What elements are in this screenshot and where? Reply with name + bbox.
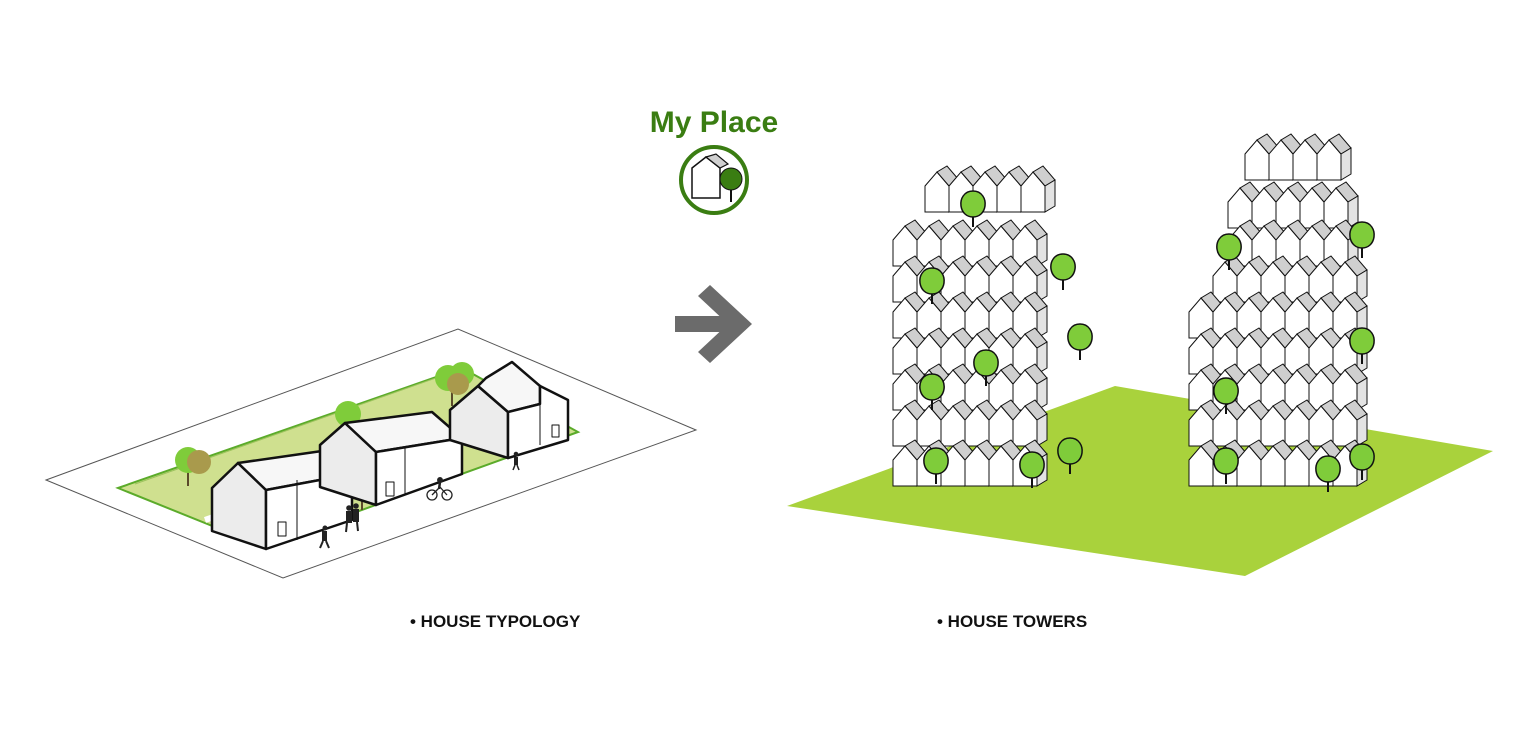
right-arrow-icon [675, 285, 752, 363]
pedestrian-icon [345, 503, 359, 533]
house-row-middle [318, 410, 464, 507]
tree-icon [335, 401, 361, 427]
tree-icon [175, 447, 211, 486]
house-towers-illustration [787, 133, 1493, 576]
pedestrian-icon [512, 451, 520, 471]
page-title: My Place [649, 106, 779, 139]
house-module [1020, 165, 1056, 213]
caption-house-towers: • HOUSE TOWERS [937, 612, 1088, 631]
house-row-back [448, 360, 570, 460]
caption-house-typology: • HOUSE TYPOLOGY [410, 612, 581, 631]
house-typology-illustration [44, 328, 698, 579]
house-module [1316, 133, 1352, 181]
cyclist-icon [426, 477, 453, 501]
tree-icon [1066, 323, 1094, 361]
house-with-tree-icon [679, 145, 749, 215]
tower-right [1188, 133, 1368, 487]
tree-icon [1049, 253, 1077, 291]
tree-icon [435, 362, 474, 406]
pedestrian-icon [319, 525, 330, 549]
house-module [1323, 181, 1359, 229]
